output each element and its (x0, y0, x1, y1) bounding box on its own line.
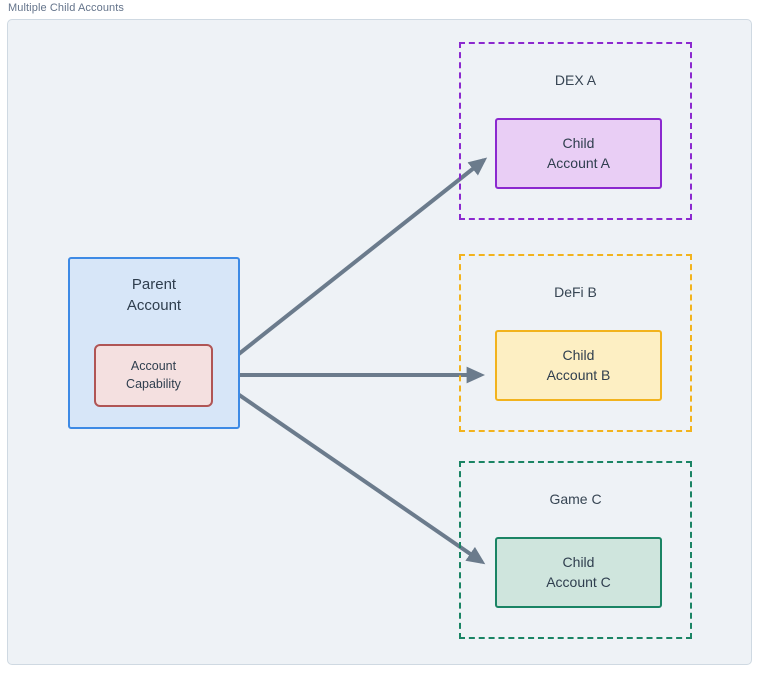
child-account-b-label: Child Account B (546, 346, 611, 383)
group-game-c-label: Game C (549, 491, 602, 507)
group-game-c[interactable]: Game C Child Account C (459, 461, 692, 639)
group-defi-b-label: DeFi B (554, 284, 597, 300)
child-account-c-label: Child Account C (546, 553, 611, 590)
parent-account-label: Parent Account (126, 276, 182, 314)
child-account-a-label: Child Account A (546, 134, 611, 171)
child-account-b-node[interactable]: Child Account B (495, 330, 662, 401)
child-account-c-node[interactable]: Child Account C (495, 537, 662, 608)
account-capability-node[interactable]: Account Capability (94, 344, 213, 407)
child-account-a-node[interactable]: Child Account A (495, 118, 662, 189)
account-capability-label: Account Capability (126, 359, 181, 391)
group-dex-a[interactable]: DEX A Child Account A (459, 42, 692, 220)
diagram-title: Multiple Child Accounts (8, 2, 125, 14)
group-dex-a-label: DEX A (554, 72, 597, 88)
group-defi-b[interactable]: DeFi B Child Account B (459, 254, 692, 432)
